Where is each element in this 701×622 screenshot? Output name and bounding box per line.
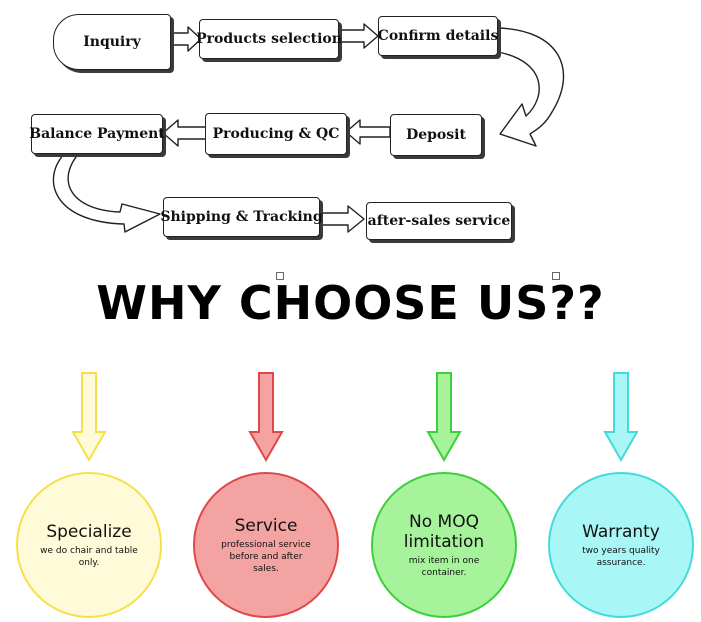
step-shipping-tracking: Shipping & Tracking bbox=[160, 197, 323, 237]
step-deposit: Deposit bbox=[390, 114, 482, 156]
headline: WHY CHOOSE US?? bbox=[96, 276, 605, 330]
arrow-balance-to-shipping bbox=[52, 151, 161, 233]
feature-title: Service bbox=[234, 515, 298, 536]
feature-title: Specialize bbox=[46, 521, 132, 542]
feature-desc: two years quality assurance. bbox=[582, 545, 660, 568]
arrow-deposit-to-producing bbox=[345, 119, 391, 145]
feature-desc: professional service before and after sa… bbox=[221, 539, 311, 574]
step-confirm-details: Confirm details bbox=[378, 16, 498, 56]
down-arrow-icon bbox=[71, 372, 107, 463]
arrow-products-to-confirm bbox=[338, 23, 379, 49]
step-inquiry: Inquiry bbox=[53, 14, 171, 70]
down-arrow-icon bbox=[603, 372, 639, 463]
step-products-selection: Products selection bbox=[196, 19, 342, 59]
feature-title: Warranty bbox=[582, 521, 660, 542]
step-balance-payment: Balance Payment bbox=[29, 114, 165, 154]
down-arrow-icon bbox=[426, 372, 462, 463]
feature-no-moq: No MOQ limitation mix item in one contai… bbox=[371, 472, 517, 618]
feature-title: No MOQ limitation bbox=[403, 511, 485, 552]
feature-specialize: Specialize we do chair and table only. bbox=[16, 472, 162, 618]
selection-handle bbox=[552, 272, 560, 280]
feature-warranty: Warranty two years quality assurance. bbox=[548, 472, 694, 618]
step-producing-qc: Producing & QC bbox=[205, 113, 347, 155]
down-arrow-icon bbox=[248, 372, 284, 463]
arrow-confirm-to-deposit bbox=[497, 27, 565, 147]
feature-service: Service professional service before and … bbox=[193, 472, 339, 618]
arrow-producing-to-balance bbox=[162, 119, 207, 147]
step-after-sales-service: after-sales service bbox=[366, 202, 512, 240]
arrow-shipping-to-aftersales bbox=[319, 205, 365, 233]
feature-desc: mix item in one container. bbox=[408, 555, 480, 578]
feature-desc: we do chair and table only. bbox=[40, 545, 138, 568]
selection-handle bbox=[276, 272, 284, 280]
